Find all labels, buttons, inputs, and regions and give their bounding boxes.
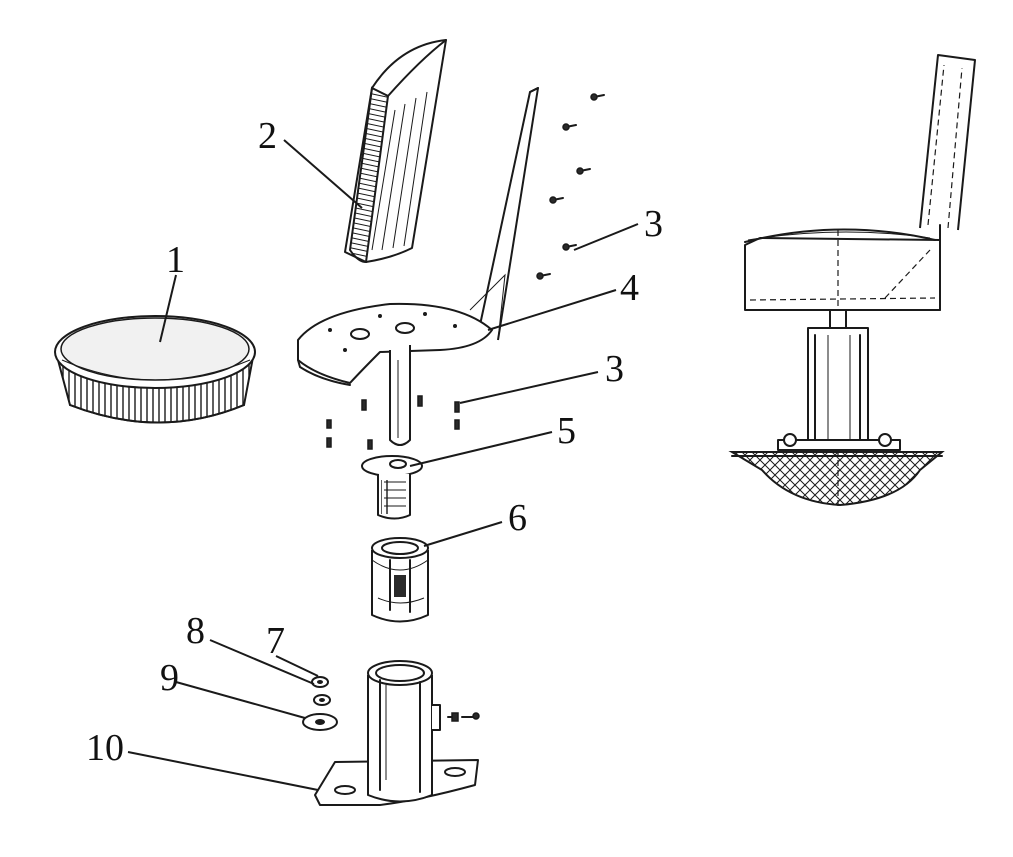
screws-lower xyxy=(326,395,460,450)
assembled-view xyxy=(728,54,976,510)
collar-insert-part xyxy=(361,455,423,520)
label-9: 9 xyxy=(160,657,179,699)
nut-washer-parts xyxy=(302,676,338,731)
label-5: 5 xyxy=(557,410,576,452)
sleeve-part xyxy=(371,537,429,623)
screws-upper xyxy=(536,93,605,280)
part-labels: 1 2 3 4 3 5 6 8 7 9 10 xyxy=(86,115,663,769)
seat-cushion-part xyxy=(54,315,256,424)
label-7: 7 xyxy=(266,620,285,662)
label-6: 6 xyxy=(508,497,527,539)
label-3b: 3 xyxy=(605,348,624,390)
label-8: 8 xyxy=(186,610,205,652)
label-1: 1 xyxy=(166,239,185,281)
back-cushion-part xyxy=(344,39,447,264)
label-10: 10 xyxy=(86,727,124,769)
leader-lines xyxy=(127,139,639,791)
label-4: 4 xyxy=(620,267,639,309)
seat-frame-part xyxy=(297,87,539,446)
label-2: 2 xyxy=(258,115,277,157)
base-post-part xyxy=(314,660,480,806)
label-3a: 3 xyxy=(644,203,663,245)
